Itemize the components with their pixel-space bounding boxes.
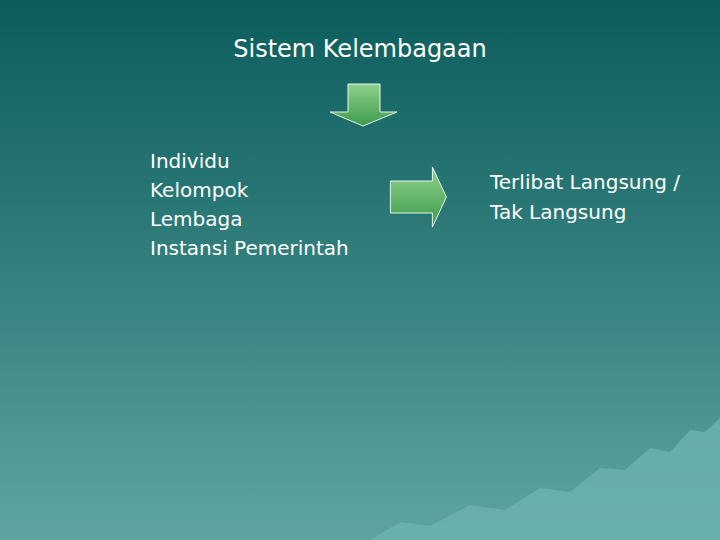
node-text: Lembaga <box>150 205 349 234</box>
node-text: Kelompok <box>150 176 349 205</box>
diagram-title: Sistem Kelembagaan <box>0 34 720 64</box>
block-arrow <box>390 167 446 227</box>
node-text: Instansi Pemerintah <box>150 234 349 263</box>
node-text: Terlibat Langsung / Tak Langsung <box>490 167 705 227</box>
node-text: Individu <box>150 147 349 176</box>
down-arrow <box>330 84 397 126</box>
text-block: Terlibat Langsung / Tak Langsung <box>490 167 705 227</box>
text-block: IndividuKelompokLembagaInstansi Pemerint… <box>150 147 349 263</box>
mountain-silhouette <box>370 418 720 540</box>
